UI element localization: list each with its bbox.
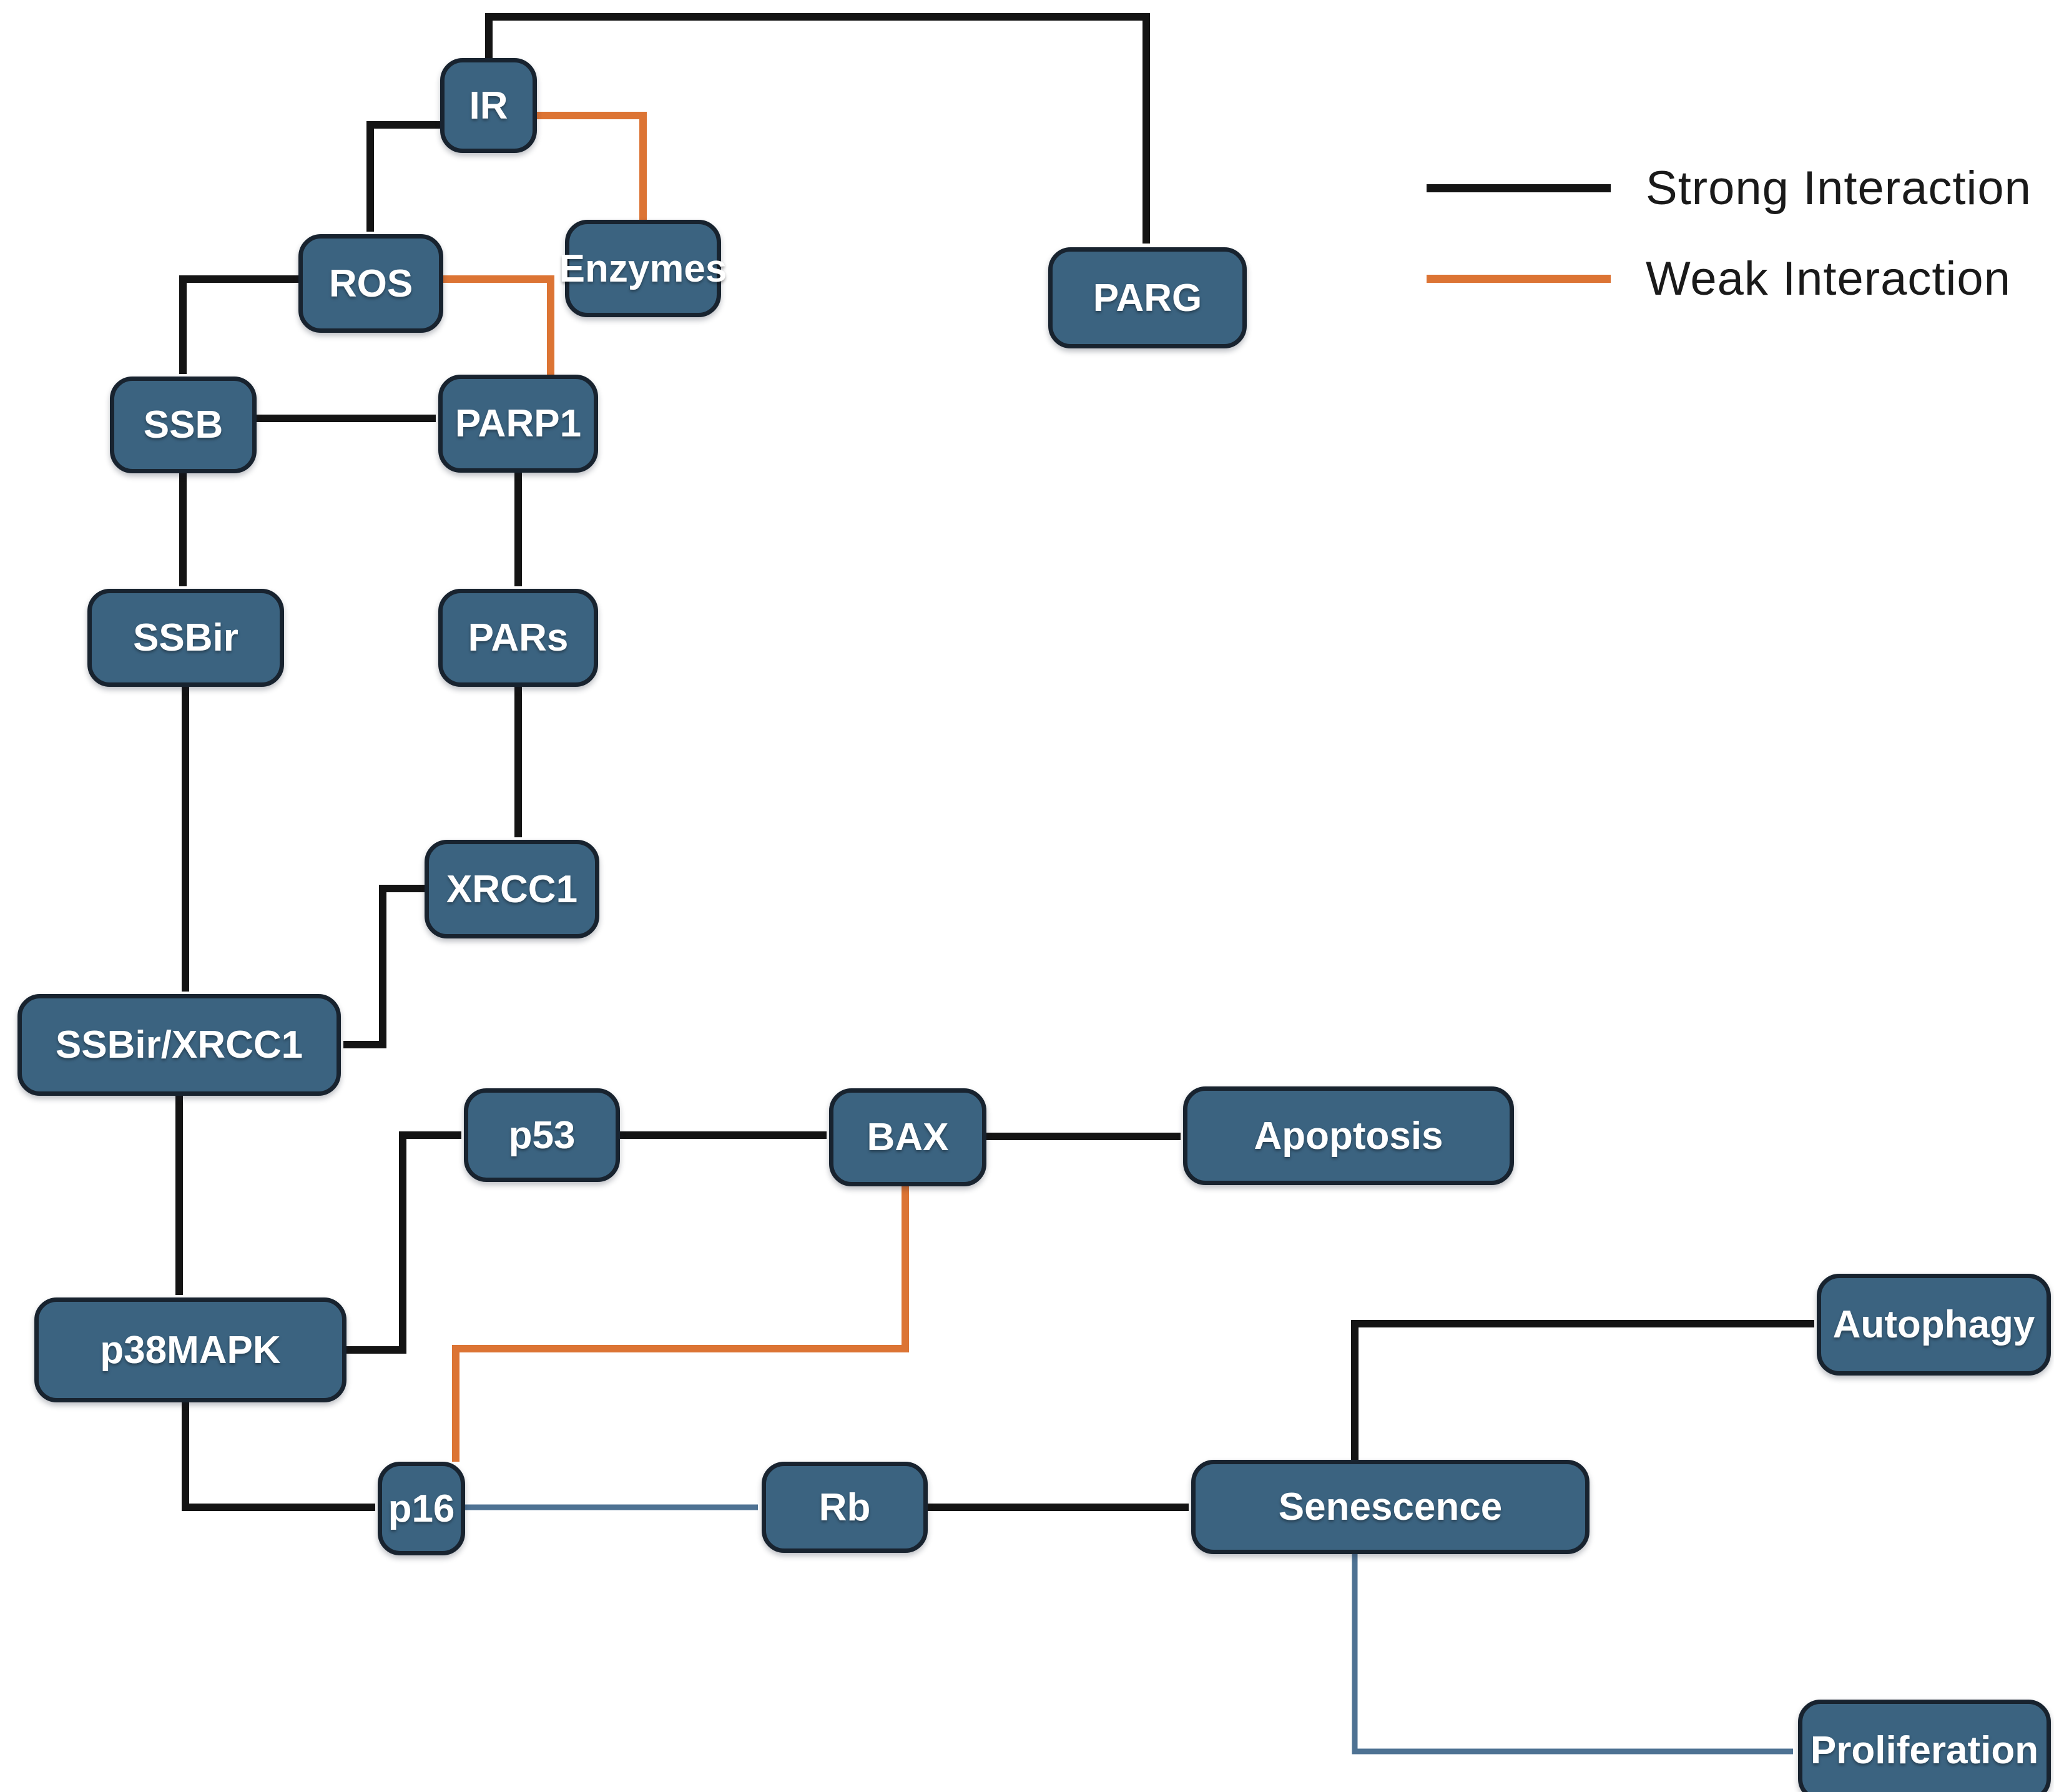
node-autophagy: Autophagy	[1817, 1274, 2051, 1376]
legend: Strong Interaction Weak Interaction	[1427, 161, 2032, 306]
edge-ros-ssb	[179, 275, 298, 374]
legend-row-weak: Weak Interaction	[1427, 252, 2032, 306]
edge-ir-ros	[366, 121, 441, 232]
edge-xrcc1-ssbirxrcc1	[343, 885, 431, 1048]
node-ros: ROS	[298, 234, 443, 333]
edge-senescence-proliferation	[1352, 1554, 1793, 1755]
node-enzymes: Enzymes	[559, 220, 727, 317]
node-p53: p53	[464, 1088, 620, 1182]
node-senescence: Senescence	[1191, 1460, 1590, 1554]
node-bax: BAX	[829, 1088, 986, 1186]
strong-interaction-line-swatch	[1427, 184, 1611, 192]
node-ssb: SSB	[110, 377, 257, 473]
weak-interaction-line-swatch	[1427, 275, 1611, 283]
node-p16: p16	[378, 1462, 465, 1555]
weak-interaction-label: Weak Interaction	[1646, 252, 2011, 305]
node-rb: Rb	[762, 1462, 928, 1553]
node-apoptosis: Apoptosis	[1183, 1086, 1514, 1185]
edge-senescence-autophagy	[1351, 1320, 1814, 1460]
node-ssbir: SSBir	[87, 589, 284, 687]
node-parp1: PARP1	[438, 375, 598, 473]
edge-p38mapk-p16	[182, 1402, 375, 1511]
edge-ir-enzymes	[537, 112, 647, 220]
node-xrcc1: XRCC1	[425, 840, 599, 938]
node-ssbir-xrcc1: SSBir/XRCC1	[17, 994, 341, 1096]
legend-row-strong: Strong Interaction	[1427, 161, 2032, 215]
node-ir: IR	[440, 58, 537, 153]
node-p38mapk: p38MAPK	[34, 1297, 346, 1402]
strong-interaction-label: Strong Interaction	[1646, 162, 2032, 215]
node-proliferation: Proliferation	[1798, 1700, 2051, 1792]
edge-ros-parp1	[443, 275, 554, 375]
edge-ir-parg	[485, 13, 1150, 244]
node-pars: PARs	[438, 589, 598, 687]
edge-p38mapk-p53	[346, 1131, 461, 1354]
edge-bax-p16	[452, 1186, 909, 1462]
node-parg: PARG	[1048, 247, 1247, 348]
